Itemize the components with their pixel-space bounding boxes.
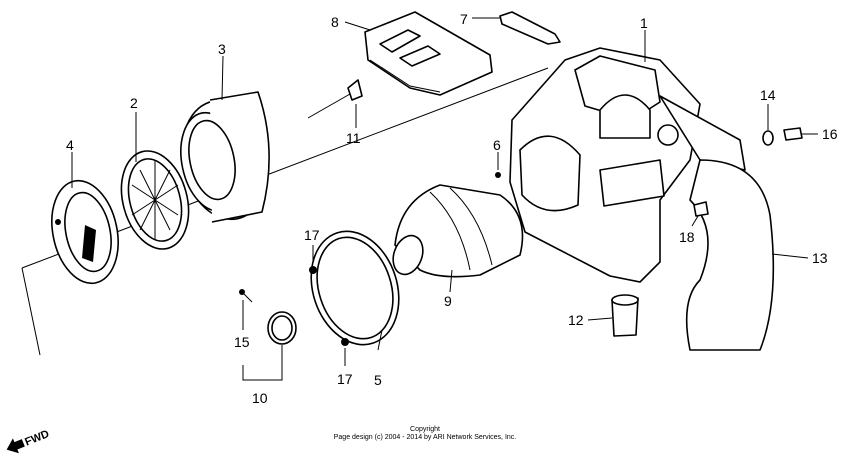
part-18-bolt[interactable] <box>693 201 709 217</box>
callout-17-upper: 17 <box>304 227 320 243</box>
callout-1: 1 <box>640 15 648 31</box>
callout-14: 14 <box>760 87 776 103</box>
part-14-washer[interactable] <box>762 130 774 146</box>
part-17-nut-upper[interactable] <box>309 266 317 274</box>
part-4-holder-plate[interactable] <box>43 174 127 289</box>
callout-18: 18 <box>679 229 695 245</box>
callout-6: 6 <box>493 137 501 153</box>
fwd-arrow-icon <box>6 438 25 454</box>
callout-8: 8 <box>331 14 339 30</box>
part-1-air-cleaner-case[interactable] <box>509 47 746 283</box>
part-6-fastener[interactable] <box>495 172 501 178</box>
copyright-heading: Copyright <box>410 426 440 433</box>
part-15-screw[interactable] <box>239 289 253 303</box>
callout-11: 11 <box>346 130 361 146</box>
part-2-element-holder[interactable] <box>111 143 199 256</box>
part-11-bolt[interactable] <box>307 79 363 119</box>
callout-3: 3 <box>218 41 226 57</box>
part-8-cover[interactable] <box>364 11 493 96</box>
part-5-gasket[interactable] <box>297 220 413 356</box>
callout-7: 7 <box>460 11 468 27</box>
callout-16: 16 <box>822 126 838 142</box>
callout-15: 15 <box>234 334 250 350</box>
callout-13: 13 <box>812 250 828 266</box>
callout-4: 4 <box>66 137 74 153</box>
leader-lines <box>71 17 818 381</box>
part-13-tube[interactable] <box>685 159 775 351</box>
copyright-notice: Page design (c) 2004 - 2014 by ARI Netwo… <box>333 434 517 441</box>
part-10-clamp[interactable] <box>267 311 297 345</box>
part-9-connecting-tube[interactable] <box>388 184 524 279</box>
callout-12: 12 <box>568 312 584 328</box>
callout-9: 9 <box>444 293 452 309</box>
callout-5: 5 <box>374 372 382 388</box>
part-3-filter-element[interactable] <box>171 91 278 227</box>
part-17-nut-lower[interactable] <box>341 338 349 346</box>
callout-2: 2 <box>130 95 138 111</box>
part-7-seal[interactable] <box>499 11 561 45</box>
part-16-bolt[interactable] <box>783 127 803 141</box>
callout-10: 10 <box>252 390 268 406</box>
callout-17-lower: 17 <box>337 371 353 387</box>
part-12-drain-tube[interactable] <box>611 294 639 337</box>
